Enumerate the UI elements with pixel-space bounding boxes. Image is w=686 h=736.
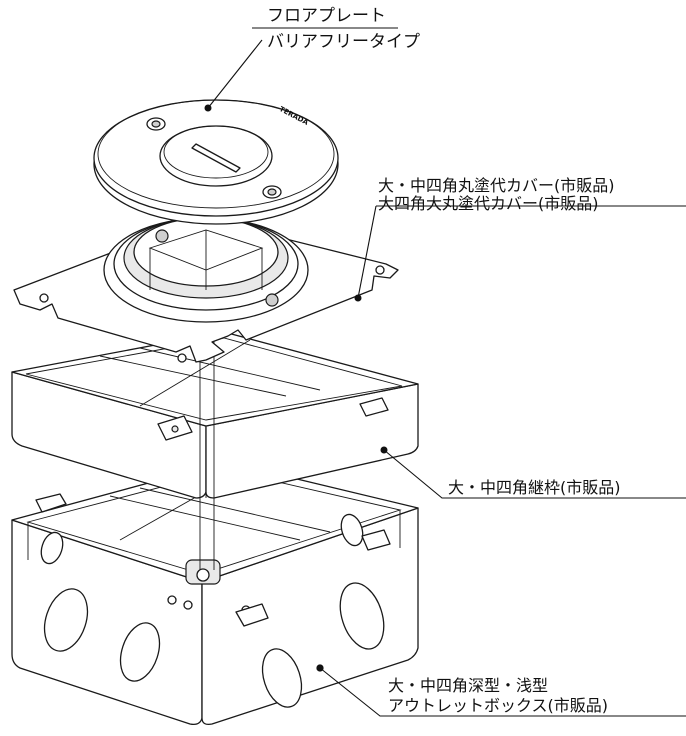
outlet-box-label-line2: アウトレットボックス(市販品) bbox=[388, 696, 609, 715]
leader-lines bbox=[204, 27, 686, 717]
extension-frame bbox=[11, 331, 419, 499]
floor-plate bbox=[93, 99, 339, 225]
extension-frame-label: 大・中四角継枠(市販品) bbox=[448, 478, 621, 497]
paint-cover-plate bbox=[13, 217, 399, 363]
floor-plate-label-line1: フロアプレート bbox=[267, 6, 386, 26]
cover-label-line2: 大四角大丸塗代カバー(市販品) bbox=[378, 194, 599, 213]
outlet-box-label-line1: 大・中四角深型・浅型 bbox=[388, 676, 549, 695]
cover-label-line1: 大・中四角丸塗代カバー(市販品) bbox=[378, 176, 615, 195]
floor-plate-label-line2: バリアフリータイプ bbox=[267, 32, 420, 52]
outlet-box bbox=[11, 461, 419, 726]
